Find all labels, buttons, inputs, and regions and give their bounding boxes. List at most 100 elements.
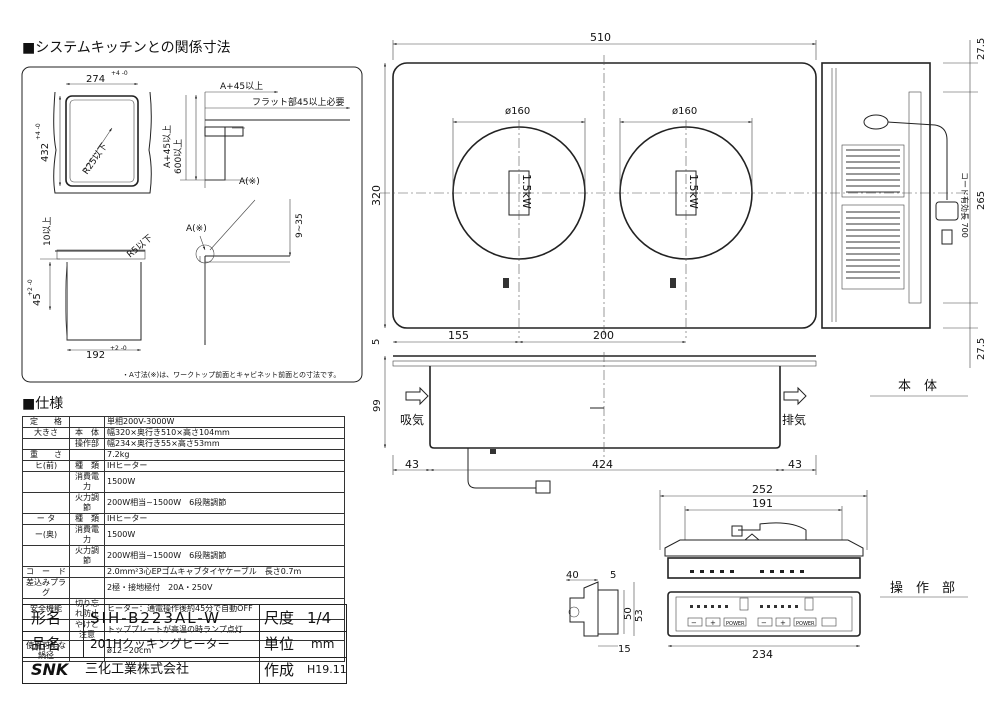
cutout-frame — [21, 66, 363, 383]
spec-cell — [22, 471, 70, 493]
spec-cell: 幅234×奥行き55×高さ53mm — [104, 438, 345, 450]
spec-cell: 単相200V-3000W — [104, 416, 345, 428]
spec-row: 定 格 単相200V-3000W — [22, 416, 345, 428]
spec-cell: 1500W — [104, 471, 345, 493]
spec-cell: 差込みプラグ — [22, 577, 70, 599]
r5-label: R5以下 — [126, 233, 155, 260]
spec-cell: 種 類 — [69, 513, 105, 525]
spec-cell: ø12~20cm — [104, 640, 345, 662]
control-label: 操 作 部 — [890, 580, 955, 596]
unit-label: 単位 — [259, 631, 294, 657]
counter-section: A+45以上 フラット部45以上必要 A(※) A+45以上 600以上 — [162, 81, 350, 188]
control-unit-drawing: 252 191 — [566, 483, 968, 661]
spec-cell — [69, 449, 105, 461]
flat45-label: フラット部45以上必要 — [252, 96, 344, 108]
spec-cell: 2極・接地極付 20A・250V — [104, 577, 345, 599]
dim-53: 53 — [634, 609, 645, 622]
spec-cell: 定 格 — [22, 416, 70, 428]
company-row: SNK 三化工業株式会社 作成 H19.11 — [23, 657, 347, 683]
h600-label: 600以上 — [173, 139, 184, 174]
dim-265: 265 — [976, 191, 987, 210]
title-block: 形名 SIH-B223AL-W 尺度 1/4 品名 201Hクッキングヒーター … — [22, 604, 347, 684]
power-label-right: POWER — [796, 621, 815, 627]
dim-5-ctrl: 5 — [610, 570, 616, 581]
spec-cell: 火力調節 — [69, 492, 105, 514]
spec-cell — [69, 416, 105, 428]
dim-27-5-top: 27.5 — [976, 38, 987, 60]
spec-cell: ー(奥) — [22, 524, 70, 546]
spec-cell: IHヒーター — [104, 513, 345, 525]
spec-cell — [22, 545, 70, 567]
date-value: H19.11 — [307, 663, 347, 676]
dim-192-tol: +2 -0 — [110, 345, 127, 352]
dim-15: 15 — [618, 644, 631, 655]
dim-43-right: 43 — [788, 458, 802, 471]
spec-cell: 消費電力 — [69, 471, 105, 493]
cooktop-bottom-view: コード有効長 700 27.5 265 27.5 本 体 — [821, 38, 987, 397]
dim-274-tol: +4 -0 — [111, 70, 128, 77]
unit-value: mm — [311, 637, 335, 651]
spec-cell: 消費電力 — [69, 524, 105, 546]
spec-cell: IHヒーター — [104, 460, 345, 472]
spec-cell: 本 体 — [69, 427, 105, 439]
model-value: SIH-B223AL-W — [83, 605, 221, 631]
snk-logo: SNK — [31, 660, 69, 679]
spec-cell: 2.0mm²3心EPゴムキャブタイヤケーブル 長さ0.7m — [104, 566, 345, 578]
dim-200: 200 — [593, 329, 614, 342]
exhaust-label: 排気 — [782, 412, 806, 427]
spec-cell: 操作部 — [69, 438, 105, 450]
model-row: 形名 SIH-B223AL-W 尺度 1/4 — [23, 605, 346, 632]
spec-cell: 重 さ — [22, 449, 70, 461]
dim-510: 510 — [590, 31, 611, 44]
spec-cell: ー タ — [22, 513, 70, 525]
svg-text:−: − — [691, 619, 697, 627]
scale-label: 尺度 — [259, 605, 294, 631]
spec-cell: 7.2kg — [104, 449, 345, 461]
dim-27-5-bot: 27.5 — [976, 338, 987, 360]
spec-heading: ■仕様 — [22, 396, 63, 412]
spec-cell — [69, 577, 105, 599]
dim-191: 191 — [752, 497, 773, 510]
spec-cell: 大きさ — [22, 427, 70, 439]
name-value: 201Hクッキングヒーター — [83, 631, 230, 657]
dim-234: 234 — [752, 648, 773, 661]
spec-cell: 200W相当~1500W 6段階調節 — [104, 545, 345, 567]
dim-99: 99 — [372, 399, 383, 412]
spec-cell — [69, 566, 105, 578]
spec-row: 重 さ 7.2kg — [22, 449, 345, 461]
spec-cell: 1500W — [104, 524, 345, 546]
name-label: 品名 — [31, 635, 62, 653]
spec-row: 安全機能切り忘れ防止ヒーター：通電操作後約45分で自動OFF — [22, 598, 345, 620]
spec-row: 大きさ本 体幅320×奥行き510×高さ104mm — [22, 427, 345, 439]
dim-5: 5 — [371, 339, 382, 345]
dim-432-tol: +4 -0 — [35, 123, 42, 140]
svg-text:+: + — [780, 619, 786, 627]
spec-row: 差込みプラグ 2極・接地極付 20A・250V — [22, 577, 345, 599]
dim-50: 50 — [623, 607, 634, 620]
model-label: 形名 — [31, 609, 62, 627]
a-plus45-vertical: A+45以上 — [162, 125, 173, 168]
main-body-label: 本 体 — [898, 379, 937, 394]
dim-320: 320 — [370, 185, 383, 206]
spec-cell — [22, 492, 70, 514]
dim-155: 155 — [448, 329, 469, 342]
dia-160-left: ø160 — [505, 106, 530, 117]
dim-424: 424 — [592, 458, 613, 471]
dim-45-tol: +2 -0 — [27, 279, 34, 296]
cooktop-side-view: 吸気 排気 99 43 424 43 — [372, 352, 817, 494]
power-label-left: POWER — [726, 621, 745, 627]
a-dimension-note: ・A寸法(※)は、ワークトップ前面とキャビネット前面との寸法です。 — [122, 370, 340, 379]
dim-252: 252 — [752, 483, 773, 496]
spec-cell: コ ー ド — [22, 566, 70, 578]
a-mark-label: A(※) — [239, 177, 260, 187]
kw-left: 1.5kW — [520, 174, 533, 209]
dia-160-right: ø160 — [672, 106, 697, 117]
dim-192: 192 — [86, 350, 105, 361]
dim-9-35: 9~35 — [295, 213, 305, 238]
